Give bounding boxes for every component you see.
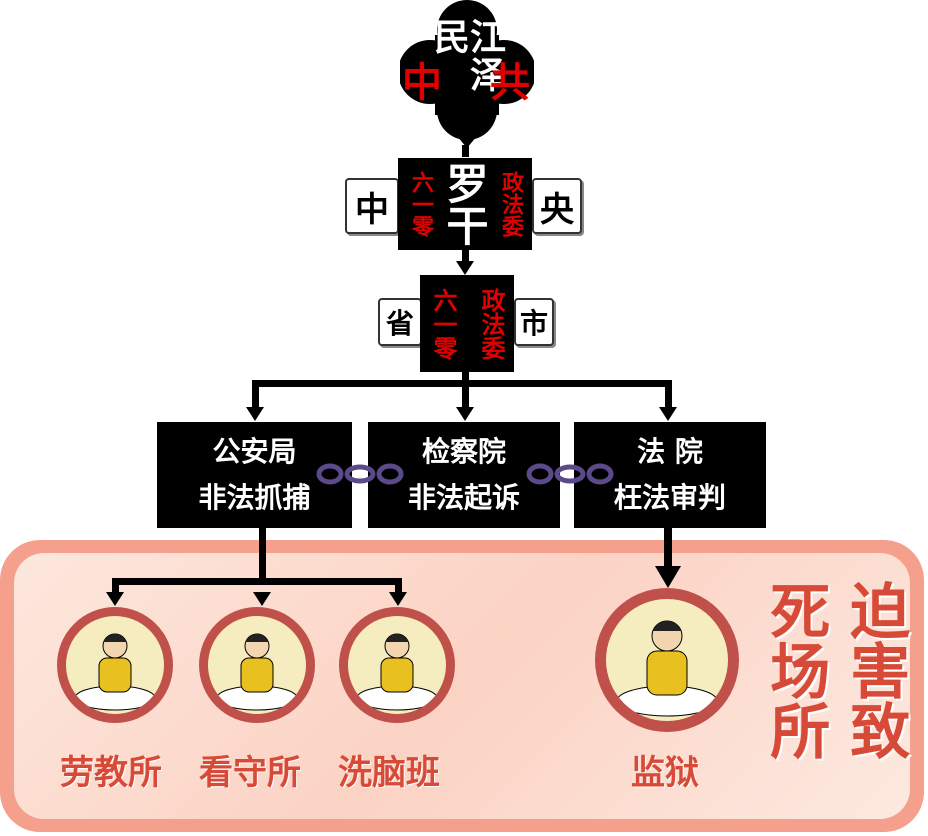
chain-icon <box>316 463 404 485</box>
cloud-shape <box>400 0 534 148</box>
caption-left-column: 死场所 <box>759 580 830 760</box>
arrow-down-icon <box>246 407 264 421</box>
central-left-label: 中 <box>345 178 399 234</box>
top-left-char: 中 <box>402 60 442 106</box>
central-box: 六一零 罗干 政法委 <box>398 158 532 250</box>
label-labor-camp: 劳教所 <box>60 753 162 793</box>
top-leader-name: 江泽民 <box>428 18 505 94</box>
meditating-figure-icon <box>216 633 298 711</box>
provincial-box: 六一零 政法委 <box>420 275 514 372</box>
meditating-figure-icon <box>74 633 156 711</box>
provincial-political-committee: 政法委 <box>477 288 505 360</box>
label-prison: 监狱 <box>631 753 699 793</box>
arrow-down-icon <box>253 592 271 606</box>
provincial-right-label: 市 <box>514 298 554 346</box>
arrow-down-icon <box>456 261 474 275</box>
meditating-figure-icon <box>616 620 718 717</box>
arrow-down-icon <box>389 592 407 606</box>
prison-image <box>595 588 739 732</box>
label-detention-center: 看守所 <box>199 753 301 793</box>
labor-camp-image <box>57 607 173 723</box>
arrow-down-icon <box>456 407 474 421</box>
chain-icon <box>526 463 614 485</box>
detention-center-image <box>199 607 315 723</box>
central-610-office: 六一零 <box>408 171 433 237</box>
label-brainwashing-class: 洗脑班 <box>338 753 440 793</box>
provincial-left-label: 省 <box>378 298 422 346</box>
central-political-committee: 政法委 <box>498 171 523 237</box>
organ-court: 法 院枉法审判 <box>574 422 766 528</box>
central-leader-name: 罗干 <box>440 162 489 246</box>
arrow-down-icon <box>659 407 677 421</box>
meditating-figure-icon <box>356 633 438 711</box>
arrow-down-icon <box>106 592 124 606</box>
caption-right-column: 迫害致 <box>839 580 910 760</box>
brainwashing-class-image <box>339 607 455 723</box>
central-right-label: 央 <box>532 178 582 234</box>
arrow-down-icon <box>655 566 681 588</box>
provincial-610-office: 六一零 <box>429 288 457 360</box>
top-right-char: 共 <box>490 60 530 106</box>
